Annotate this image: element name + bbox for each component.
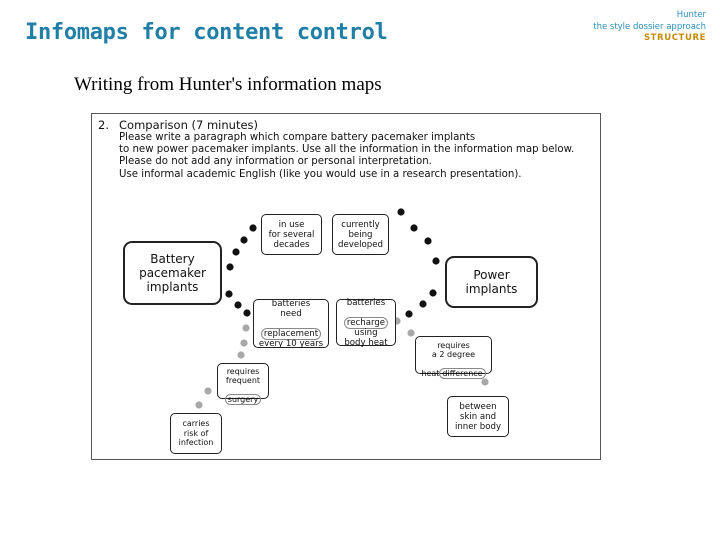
requires-degree-text: requires a 2 degree <box>431 340 476 360</box>
task-line: Please do not add any information or per… <box>119 156 432 168</box>
connector-dot <box>242 324 250 332</box>
skin-inner-body-box: between skin and inner body <box>447 396 509 437</box>
brand-section: STRUCTURE <box>643 33 706 43</box>
brand-block: Hunter the style dossier approach STRUCT… <box>593 10 706 45</box>
every-10-years-text: every 10 years <box>258 338 324 349</box>
heat-text: heat <box>421 369 440 379</box>
connector-dot <box>225 290 233 298</box>
difference-highlight: difference <box>439 368 486 380</box>
connector-dot <box>432 257 440 265</box>
connector-dot <box>410 224 418 232</box>
connector-dot <box>407 329 415 337</box>
infomap-figure: 2. Comparison (7 minutes) Please write a… <box>91 113 601 460</box>
slide-title: Infomaps for content control <box>25 20 388 45</box>
connector-dot <box>240 236 248 244</box>
battery-implants-box: Battery pacemaker implants <box>123 241 222 305</box>
connector-dot <box>195 401 203 409</box>
task-line: Use informal academic English (like you … <box>119 168 522 180</box>
connector-dot <box>234 301 242 309</box>
connector-dot <box>405 310 413 318</box>
connector-dot <box>204 387 212 395</box>
brand-name: Hunter <box>676 10 706 20</box>
task-instructions: 2. Comparison (7 minutes) Please write a… <box>98 119 574 181</box>
body-heat-text: using body heat <box>344 327 388 348</box>
connector-dot <box>243 309 251 317</box>
connector-dot <box>249 224 257 232</box>
batteries-replacement-box: batteries need replacement every 10 year… <box>253 298 329 349</box>
connector-dot <box>419 300 427 308</box>
connector-dot <box>237 351 245 359</box>
replacement-highlight: replacement <box>260 327 322 340</box>
slide-subtitle: Writing from Hunter's information maps <box>74 74 382 95</box>
surgery-highlight: surgery <box>224 394 262 406</box>
connector-dot <box>226 263 234 271</box>
batteries-recharge-box: batteries recharge using body heat <box>336 297 396 348</box>
currently-developed-box: currently being developed <box>332 214 389 255</box>
connector-dot <box>429 289 437 297</box>
connector-dot <box>424 237 432 245</box>
task-line: to new power pacemaker implants. Use all… <box>119 144 575 156</box>
recharge-highlight: recharge <box>343 316 389 329</box>
requires-frequent-text: requires frequent <box>225 366 261 386</box>
task-heading: Comparison (7 minutes) <box>119 118 259 132</box>
batteries-text: batteries <box>346 297 386 308</box>
frequent-surgery-box: requires frequent surgery <box>217 363 269 406</box>
task-line: Please write a paragraph which compare b… <box>119 132 476 143</box>
task-number: 2. <box>98 118 109 132</box>
connector-dot <box>232 248 240 256</box>
brand-tagline: the style dossier approach <box>593 21 706 32</box>
connector-dot <box>397 208 405 216</box>
connector-dot <box>481 378 489 386</box>
infection-risk-box: carries risk of infection <box>170 413 222 454</box>
power-implants-box: Power implants <box>445 256 538 308</box>
batteries-need-text: batteries need <box>271 298 311 319</box>
in-use-box: in use for several decades <box>261 214 322 255</box>
connector-dot <box>240 339 248 347</box>
